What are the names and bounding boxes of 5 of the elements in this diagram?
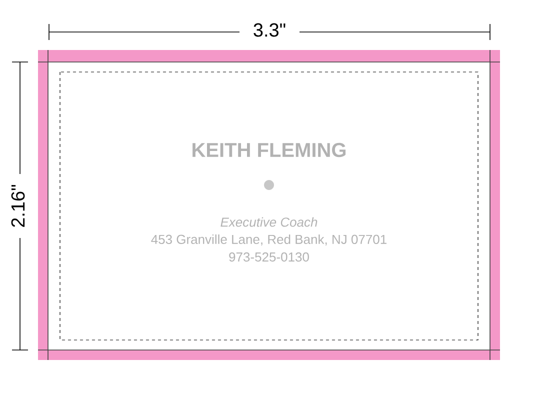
- name-text: KEITH FLEMING: [192, 142, 346, 158]
- job-title-text: Executive Coach: [220, 217, 318, 227]
- address-text: 453 Granville Lane, Red Bank, NJ 07701: [151, 234, 386, 246]
- business-card: [38, 50, 500, 360]
- phone-text: 973-525-0130: [229, 252, 309, 262]
